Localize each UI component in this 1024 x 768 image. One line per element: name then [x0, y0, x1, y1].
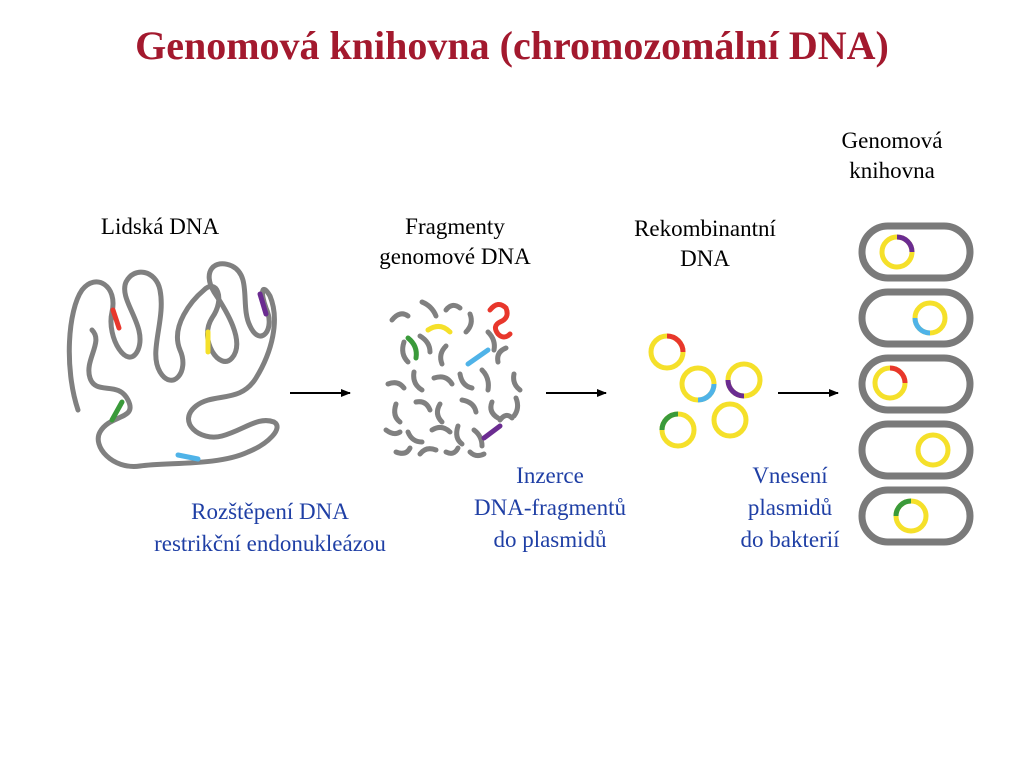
fragment-blue: [465, 347, 491, 367]
insert-blue-segment: [175, 452, 201, 462]
insert-purple-segment: [257, 291, 269, 317]
step-insertion-line3: do plasmidů: [493, 527, 607, 552]
step-cleavage: Rozštěpení DNA restrikční endonukleázou: [100, 496, 440, 560]
plasmid-icon: [648, 333, 686, 371]
bacterium-icon: [858, 288, 974, 348]
label-fragments-line2: genomové DNA: [379, 244, 531, 269]
step-transfer-line3: do bakterií: [740, 527, 840, 552]
plasmid-icon: [679, 365, 717, 403]
plasmid-icon: [659, 411, 697, 449]
human-dna-strand: [66, 261, 280, 469]
bacteria-library: [858, 222, 974, 546]
step-insertion-line1: Inzerce: [516, 463, 584, 488]
fragment-yellow: [425, 324, 453, 335]
step-cleavage-line2: restrikční endonukleázou: [154, 531, 386, 556]
fragment-inserts: [405, 302, 513, 441]
dna-fragments: [383, 299, 523, 459]
step-insertion-line2: DNA-fragmentů: [473, 495, 626, 520]
step-cleavage-line1: Rozštěpení DNA: [191, 499, 349, 524]
bacterium-icon: [858, 420, 974, 480]
step-transfer-line2: plasmidů: [747, 495, 833, 520]
fragment-red: [487, 302, 513, 340]
label-recombinant-dna: Rekombinantní DNA: [595, 214, 815, 274]
plasmid-icon: [725, 361, 763, 399]
insert-green-segment: [109, 399, 125, 423]
step-transfer: Vnesení plasmidů do bakterií: [700, 460, 880, 556]
fragment-purple: [481, 423, 503, 441]
fragment-green: [405, 335, 419, 361]
step-insertion: Inzerce DNA-fragmentů do plasmidů: [430, 460, 670, 556]
step-transfer-line1: Vnesení: [752, 463, 828, 488]
label-genomic-library-line1: Genomová: [841, 128, 943, 153]
insert-red-segment: [110, 307, 122, 331]
label-recombinant-dna-line2: DNA: [680, 246, 730, 271]
bacterium-icon: [858, 486, 974, 546]
recombinant-plasmids: [648, 333, 763, 449]
label-human-dna: Lidská DNA: [100, 214, 220, 239]
label-genomic-library: Genomová knihovna: [812, 126, 972, 186]
label-fragments: Fragmenty genomové DNA: [345, 212, 565, 272]
human-dna-inserts: [109, 291, 269, 462]
label-fragments-line1: Fragmenty: [405, 214, 505, 239]
label-genomic-library-line2: knihovna: [849, 158, 935, 183]
bacterium-icon: [858, 222, 974, 282]
label-recombinant-dna-line1: Rekombinantní: [634, 216, 776, 241]
page-title: Genomová knihovna (chromozomální DNA): [135, 23, 889, 68]
plasmid-icon: [711, 401, 749, 439]
bacterium-icon: [858, 354, 974, 414]
